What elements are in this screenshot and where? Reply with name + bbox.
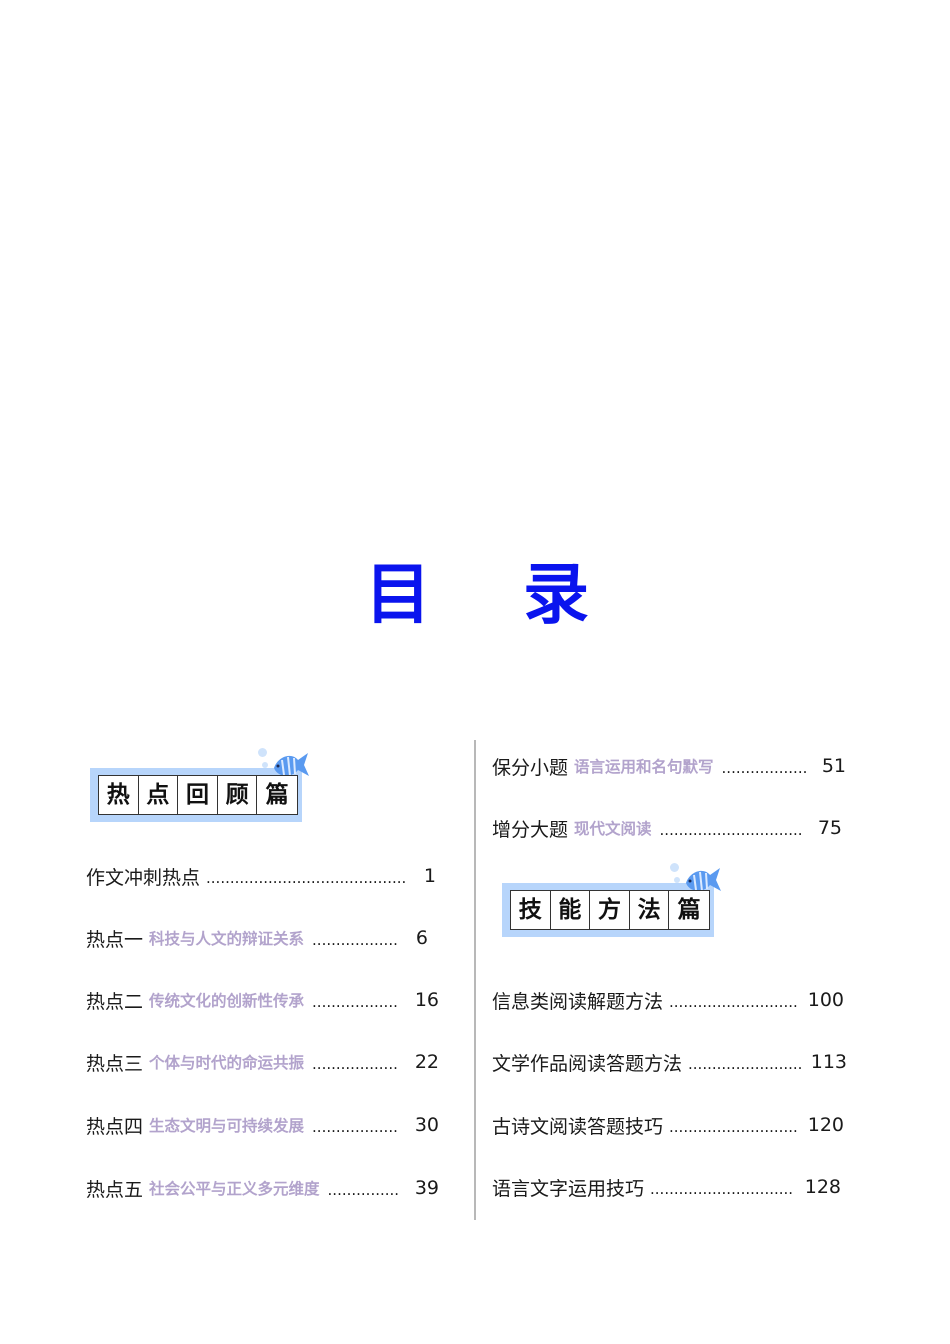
page-number: 6 — [415, 927, 428, 949]
toc-entry-classical-poetry[interactable]: 古诗文阅读答题技巧 ........................... 12… — [492, 1111, 844, 1139]
dot-leader: ........................................… — [206, 868, 407, 887]
badge-char: 技 — [511, 891, 551, 929]
bubble-icon — [258, 748, 267, 757]
dot-leader: .............................. — [659, 820, 803, 839]
badge-char: 点 — [139, 776, 179, 814]
badge-cells: 技 能 方 法 篇 — [510, 890, 710, 930]
page-title: 目 录 — [0, 556, 950, 636]
dot-leader: .................. — [312, 1054, 398, 1073]
toc-entry-essay-hotspots[interactable]: 作文冲刺热点 .................................… — [86, 862, 436, 890]
badge-char: 能 — [551, 891, 591, 929]
toc-entry-language-usage[interactable]: 语言文字运用技巧 .............................. … — [492, 1173, 841, 1201]
entry-title: 热点一 — [86, 928, 144, 951]
fish-icon — [686, 868, 721, 892]
entry-subtitle: 科技与人文的辩证关系 — [149, 930, 305, 948]
entry-title: 热点二 — [86, 990, 144, 1013]
dot-leader: ........................... — [669, 1117, 798, 1136]
dot-leader: .................. — [312, 992, 398, 1011]
entry-title: 古诗文阅读答题技巧 — [492, 1115, 664, 1138]
entry-title: 热点五 — [86, 1178, 144, 1201]
title-char-lu: 录 — [523, 555, 589, 633]
entry-title: 文学作品阅读答题方法 — [492, 1052, 683, 1075]
entry-title: 语言文字运用技巧 — [492, 1177, 645, 1200]
entry-title: 增分大题 — [492, 818, 569, 841]
section-header-hot-review: 热 点 回 顾 篇 — [90, 742, 320, 827]
dot-leader: ............... — [327, 1180, 400, 1199]
badge-char: 篇 — [265, 782, 289, 808]
bubble-icon — [674, 877, 680, 883]
entry-subtitle: 现代文阅读 — [574, 820, 652, 838]
page-number: 128 — [804, 1176, 841, 1198]
bubble-icon — [262, 762, 268, 768]
dot-leader: ........................... — [669, 992, 798, 1011]
entry-subtitle: 传统文化的创新性传承 — [149, 992, 305, 1010]
title-char-mu: 目 — [365, 555, 431, 633]
dot-leader: ........................ — [688, 1054, 803, 1073]
page-number: 39 — [414, 1177, 439, 1199]
entry-title: 热点四 — [86, 1115, 144, 1138]
entry-title: 作文冲刺热点 — [86, 866, 201, 889]
page-number: 113 — [810, 1051, 847, 1073]
page-number: 22 — [414, 1051, 439, 1073]
toc-entry-hotspot-3[interactable]: 热点三 个体与时代的命运共振 .................. 22 — [86, 1048, 439, 1076]
entry-subtitle: 生态文明与可持续发展 — [149, 1117, 305, 1135]
toc-entry-hotspot-5[interactable]: 热点五 社会公平与正义多元维度 ............... 39 — [86, 1174, 439, 1202]
entry-title: 信息类阅读解题方法 — [492, 990, 664, 1013]
dot-leader: .................. — [312, 930, 398, 949]
page-number: 75 — [817, 817, 842, 839]
entry-title: 热点三 — [86, 1052, 144, 1075]
page-number: 100 — [807, 989, 844, 1011]
page-number: 120 — [807, 1114, 844, 1136]
page-number: 16 — [414, 989, 439, 1011]
badge-cells: 热 点 回 顾 篇 — [98, 775, 298, 815]
fish-icon — [274, 753, 309, 777]
badge-char: 篇 — [677, 897, 701, 923]
toc-entry-literary-reading[interactable]: 文学作品阅读答题方法 ........................ 113 — [492, 1048, 847, 1076]
badge-char: 顾 — [218, 776, 258, 814]
dot-leader: .................. — [312, 1117, 398, 1136]
column-divider — [474, 740, 476, 1220]
toc-entry-info-reading[interactable]: 信息类阅读解题方法 ........................... 10… — [492, 986, 844, 1014]
dot-leader: .................. — [721, 758, 808, 777]
toc-entry-basic-questions[interactable]: 保分小题 语言运用和名句默写 .................. 51 — [492, 752, 846, 780]
page-number: 30 — [414, 1114, 439, 1136]
entry-subtitle: 语言运用和名句默写 — [574, 758, 714, 776]
dot-leader: .............................. — [650, 1179, 794, 1198]
bubble-icon — [670, 863, 679, 872]
section-header-skills: 技 能 方 法 篇 — [502, 857, 732, 942]
toc-entry-hotspot-2[interactable]: 热点二 传统文化的创新性传承 .................. 16 — [86, 986, 439, 1014]
entry-subtitle: 个体与时代的命运共振 — [149, 1054, 305, 1072]
toc-entry-hotspot-4[interactable]: 热点四 生态文明与可持续发展 .................. 30 — [86, 1111, 439, 1139]
entry-subtitle: 社会公平与正义多元维度 — [149, 1180, 320, 1198]
badge-char: 法 — [630, 891, 670, 929]
badge-char: 回 — [178, 776, 218, 814]
entry-title: 保分小题 — [492, 756, 569, 779]
toc-entry-major-questions[interactable]: 增分大题 现代文阅读 .............................… — [492, 814, 842, 842]
badge-char: 方 — [590, 891, 630, 929]
toc-entry-hotspot-1[interactable]: 热点一 科技与人文的辩证关系 .................. 6 — [86, 924, 428, 952]
page-number: 1 — [423, 865, 436, 887]
badge-char: 热 — [99, 776, 139, 814]
page-number: 51 — [821, 755, 846, 777]
